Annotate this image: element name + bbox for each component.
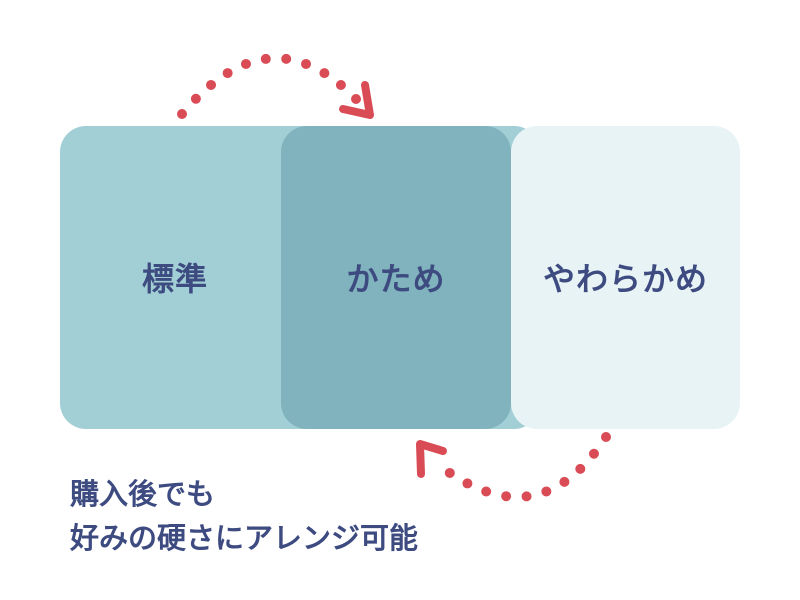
- panel-firm-label: かため: [346, 259, 446, 298]
- panel-standard-label: 標準: [141, 259, 208, 298]
- panel-soft: やわらかめ: [511, 126, 740, 429]
- panel-soft-label: やわらかめ: [542, 259, 708, 298]
- caption: 購入後でも 好みの硬さにアレンジ可能: [70, 472, 418, 560]
- panel-firm: かため: [281, 126, 511, 429]
- caption-line-1: 購入後でも: [70, 477, 216, 511]
- bottom-dotted-arrow-icon: [416, 432, 611, 502]
- caption-line-2: 好みの硬さにアレンジ可能: [70, 521, 419, 555]
- top-dotted-arrow-icon: [177, 53, 374, 119]
